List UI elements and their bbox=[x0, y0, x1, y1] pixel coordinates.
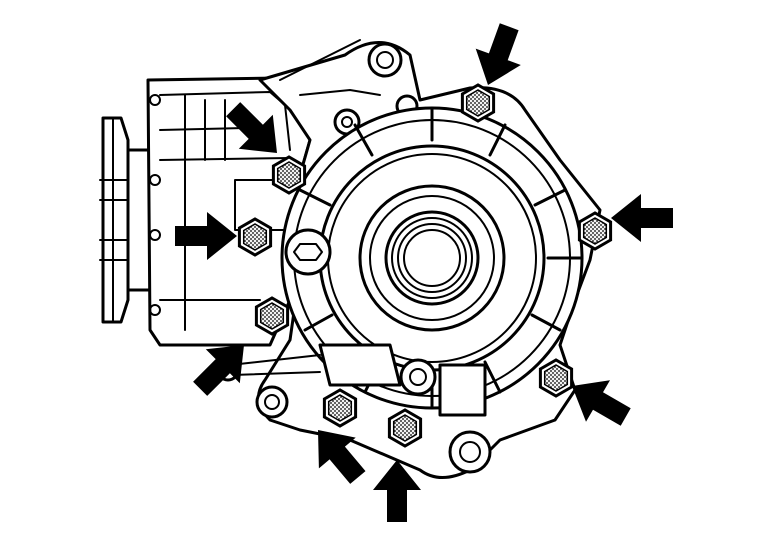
pointer-arrow-icon bbox=[226, 102, 277, 153]
hex-bolt-icon bbox=[387, 408, 423, 448]
hex-bolt-icon bbox=[322, 388, 358, 428]
hex-bolt-icon bbox=[254, 296, 290, 336]
hex-bolt-icon bbox=[237, 217, 273, 257]
pointer-arrow-icon bbox=[318, 430, 366, 484]
hex-bolt-icon bbox=[271, 155, 307, 195]
output-flange bbox=[99, 116, 152, 324]
pointer-arrow-icon bbox=[572, 380, 631, 426]
output-seal bbox=[358, 184, 506, 332]
hex-bolt-icon bbox=[577, 211, 613, 251]
pointer-arrow-icon bbox=[193, 345, 244, 396]
pointer-arrow-icon bbox=[175, 212, 237, 260]
pointer-arrow-icon bbox=[611, 194, 673, 242]
fill-plug bbox=[284, 228, 332, 276]
hex-bolt-icon bbox=[538, 358, 574, 398]
hex-bolt-icon bbox=[460, 83, 496, 123]
pointer-arrow-icon bbox=[373, 460, 421, 522]
pointer-arrow-icon bbox=[475, 23, 521, 85]
